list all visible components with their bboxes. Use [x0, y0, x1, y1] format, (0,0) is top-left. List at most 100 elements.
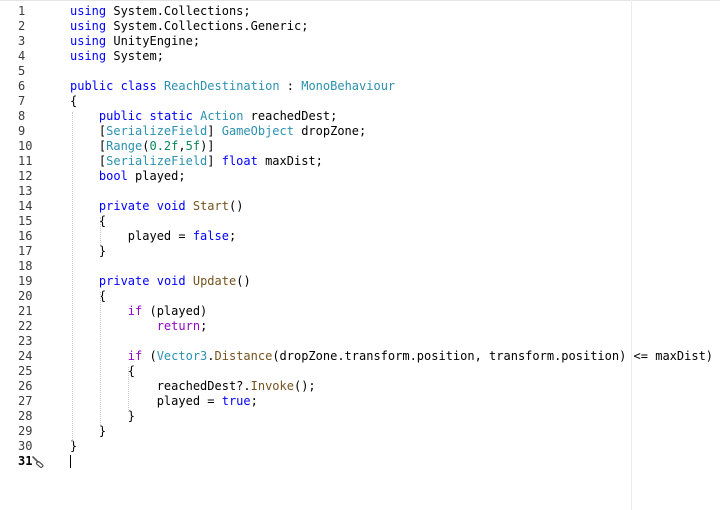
line-number[interactable]: 19 [0, 274, 52, 289]
line-number[interactable]: 31 [0, 454, 52, 469]
line-number[interactable]: 30 [0, 439, 52, 454]
code-token [70, 349, 128, 363]
line-number[interactable]: 10 [0, 139, 52, 154]
code-text-area[interactable]: using System.Collections;using System.Co… [70, 4, 714, 469]
code-line[interactable]: } [70, 424, 710, 439]
line-number[interactable]: 27 [0, 394, 52, 409]
code-token: 5f [185, 139, 201, 153]
code-line[interactable]: [SerializeField] GameObject dropZone; [70, 124, 710, 139]
code-line[interactable]: using System.Collections.Generic; [70, 19, 710, 34]
line-number-label: 28 [18, 409, 33, 423]
code-line[interactable]: played = false; [70, 229, 710, 244]
code-line[interactable]: { [70, 214, 710, 229]
code-line[interactable]: [SerializeField] float maxDist; [70, 154, 710, 169]
screwdriver-icon[interactable] [32, 455, 46, 469]
code-line[interactable]: if (Vector3.Distance(dropZone.transform.… [70, 349, 714, 364]
code-token: ; [228, 229, 237, 243]
code-token: { [70, 94, 78, 108]
line-number[interactable]: 6 [0, 79, 52, 94]
code-line[interactable]: private void Update() [70, 274, 710, 289]
line-number-label: 9 [18, 124, 26, 138]
code-token [157, 79, 164, 93]
line-number[interactable]: 24 [0, 349, 52, 364]
line-number[interactable]: 29 [0, 424, 52, 439]
line-number[interactable]: 5 [0, 64, 52, 79]
code-line[interactable]: } [70, 439, 710, 454]
line-number[interactable]: 11 [0, 154, 52, 169]
line-number[interactable]: 22 [0, 319, 52, 334]
line-number[interactable]: 2 [0, 19, 52, 34]
code-token: maxDist; [257, 154, 323, 168]
code-line[interactable]: return; [70, 319, 710, 334]
code-line[interactable]: public static Action reachedDest; [70, 109, 710, 124]
code-token: if [127, 349, 143, 363]
line-number[interactable]: 26 [0, 379, 52, 394]
line-number[interactable]: 1 [0, 4, 52, 19]
line-number-label: 31 [18, 454, 33, 468]
code-token: using [70, 4, 107, 18]
code-token: (); [293, 379, 316, 393]
code-line[interactable] [70, 334, 710, 349]
line-number-label: 24 [18, 349, 33, 363]
code-token: static [149, 109, 193, 123]
code-token: MonoBehaviour [301, 79, 396, 93]
code-line[interactable]: public class ReachDestination : MonoBeha… [70, 79, 710, 94]
line-number[interactable]: 12 [0, 169, 52, 184]
line-number[interactable]: 20 [0, 289, 52, 304]
line-number[interactable]: 7 [0, 94, 52, 109]
line-number[interactable]: 25 [0, 364, 52, 379]
code-line[interactable] [70, 64, 710, 79]
code-line[interactable]: using UnityEngine; [70, 34, 710, 49]
code-line[interactable]: reachedDest?.Invoke(); [70, 379, 710, 394]
code-line[interactable]: played = true; [70, 394, 710, 409]
code-token: UnityEngine; [106, 34, 201, 48]
line-number-label: 26 [18, 379, 33, 393]
line-number[interactable]: 21 [0, 304, 52, 319]
code-token: using [70, 19, 107, 33]
code-line[interactable]: } [70, 409, 710, 424]
code-token: (dropZone.transform.position, transform.… [272, 349, 714, 363]
code-token: float [221, 154, 258, 168]
code-line[interactable]: { [70, 364, 710, 379]
line-number[interactable]: 3 [0, 34, 52, 49]
code-token [70, 169, 99, 183]
line-number[interactable]: 18 [0, 259, 52, 274]
code-line[interactable]: using System.Collections; [70, 4, 710, 19]
code-token: System.Collections.Generic; [106, 19, 309, 33]
code-line[interactable]: using System; [70, 49, 710, 64]
line-number[interactable]: 13 [0, 184, 52, 199]
code-line[interactable]: if (played) [70, 304, 710, 319]
line-number[interactable]: 4 [0, 49, 52, 64]
code-line[interactable] [70, 259, 710, 274]
code-token: reachedDest; [243, 109, 338, 123]
code-line[interactable]: bool played; [70, 169, 710, 184]
code-token: true [221, 394, 251, 408]
line-number-label: 30 [18, 439, 33, 453]
line-number-label: 4 [18, 49, 26, 63]
code-token: played; [127, 169, 186, 183]
code-token: : [279, 79, 302, 93]
code-line[interactable]: } [70, 244, 710, 259]
line-number-label: 11 [18, 154, 33, 168]
line-number[interactable]: 28 [0, 409, 52, 424]
code-line[interactable]: private void Start() [70, 199, 710, 214]
line-number[interactable]: 8 [0, 109, 52, 124]
line-number-label: 25 [18, 364, 33, 378]
line-number[interactable]: 9 [0, 124, 52, 139]
line-number[interactable]: 23 [0, 334, 52, 349]
code-line[interactable]: { [70, 94, 710, 109]
line-number[interactable]: 14 [0, 199, 52, 214]
code-line[interactable] [70, 184, 710, 199]
line-number-label: 1 [18, 4, 26, 18]
line-number-label: 15 [18, 214, 33, 228]
line-number[interactable]: 16 [0, 229, 52, 244]
line-number-label: 10 [18, 139, 33, 153]
code-token: Action [200, 109, 244, 123]
code-line[interactable] [70, 454, 710, 469]
line-number[interactable]: 17 [0, 244, 52, 259]
line-number[interactable]: 15 [0, 214, 52, 229]
code-line[interactable]: [Range(0.2f,5f)] [70, 139, 710, 154]
code-line[interactable]: { [70, 289, 710, 304]
